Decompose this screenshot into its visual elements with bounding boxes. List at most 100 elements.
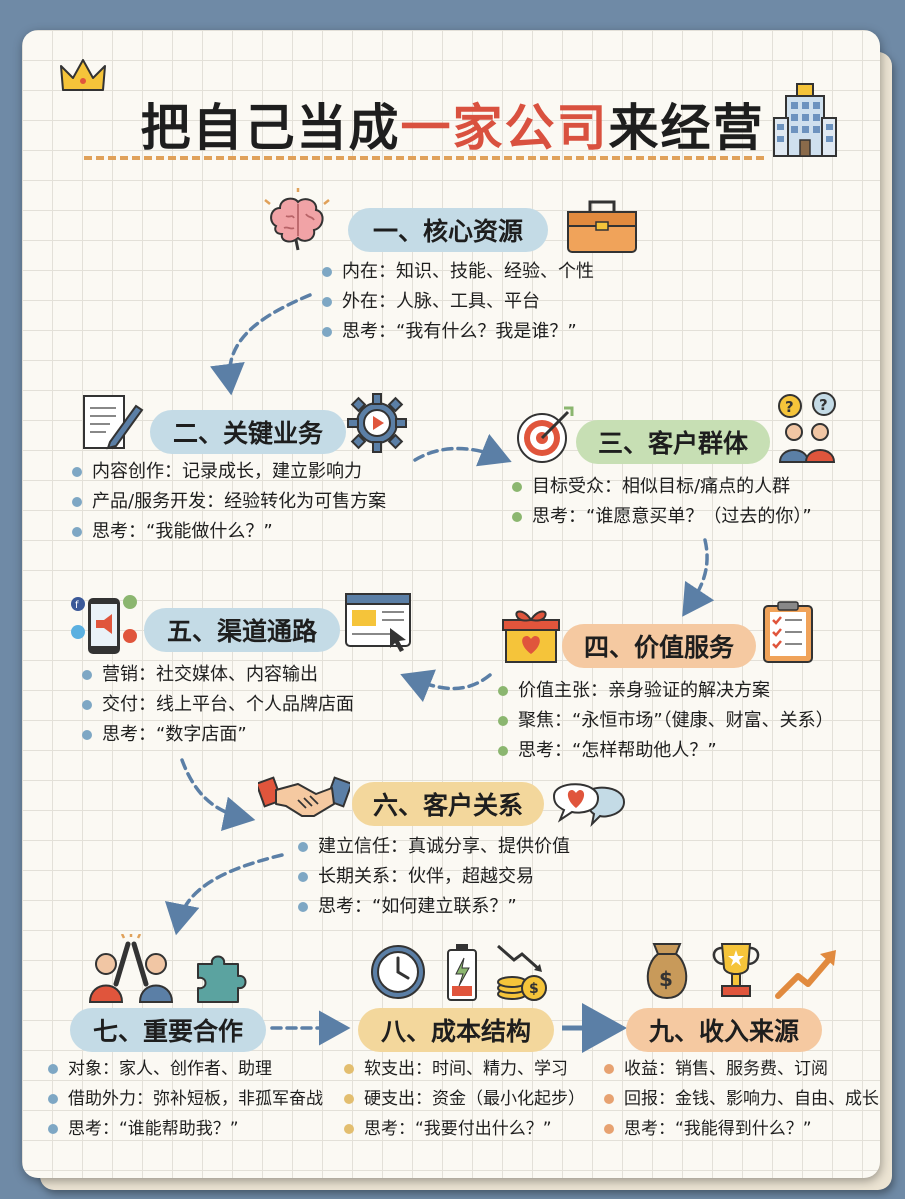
handshake-icon xyxy=(258,776,350,817)
bullet-dot xyxy=(604,1064,614,1074)
crown-icon xyxy=(60,59,106,91)
item-text: 价值主张：亲身验证的解决方案 xyxy=(518,680,770,701)
section-5-heading: 五、渠道通路 xyxy=(144,608,340,652)
section-6-heading: 六、客户关系 xyxy=(352,782,544,826)
list-item: 思考：“谁能帮助我？” xyxy=(48,1114,323,1144)
item-text: 长期关系：伙伴，超越交易 xyxy=(318,866,534,887)
list-item: 回报：金钱、影响力、自由、成长 xyxy=(604,1084,879,1114)
bullet-dot xyxy=(322,297,332,307)
list-item: 对象：家人、创作者、助理 xyxy=(48,1054,323,1084)
section-2-list: 内容创作：记录成长，建立影响力 产品/服务开发：经验转化为可售方案 思考：“我能… xyxy=(72,457,386,547)
list-item: 思考：“数字店面” xyxy=(82,720,354,750)
money-bag-icon: $ xyxy=(646,943,688,1000)
list-item: 聚焦：“永恒市场”（健康、财富、关系） xyxy=(498,706,834,736)
bullet-dot xyxy=(298,842,308,852)
section-3-heading: 三、客户群体 xyxy=(576,420,770,464)
bullet-dot xyxy=(322,327,332,337)
bullet-dot xyxy=(344,1094,354,1104)
item-text: 聚焦：“永恒市场”（健康、财富、关系） xyxy=(518,710,834,731)
section-7-heading: 七、重要合作 xyxy=(70,1008,266,1052)
section-3-list: 目标受众：相似目标/痛点的人群 思考：“谁愿意买单？（过去的你）” xyxy=(512,472,812,532)
list-item: 思考：“我有什么？我是谁？” xyxy=(322,317,594,347)
list-item: 目标受众：相似目标/痛点的人群 xyxy=(512,472,812,502)
list-item: 思考：“谁愿意买单？（过去的你）” xyxy=(512,502,812,532)
item-text: 软支出：时间、精力、学习 xyxy=(364,1059,568,1079)
list-item: 长期关系：伙伴，超越交易 xyxy=(298,862,570,892)
brain-icon xyxy=(264,188,330,251)
browser-window-icon xyxy=(345,593,411,652)
gear-play-icon xyxy=(347,393,407,453)
bullet-dot xyxy=(512,482,522,492)
bullet-dot xyxy=(512,512,522,522)
gift-heart-icon xyxy=(502,610,560,663)
list-item: 借助外力：弥补短板，非孤军奋战 xyxy=(48,1084,323,1114)
section-9-list: 收益：销售、服务费、订阅 回报：金钱、影响力、自由、成长 思考：“我能得到什么？… xyxy=(604,1054,879,1144)
section-9-heading: 九、收入来源 xyxy=(626,1008,822,1052)
list-item: 硬支出：资金（最小化起步） xyxy=(344,1084,585,1114)
svg-text:?: ? xyxy=(785,398,794,416)
item-text: 对象：家人、创作者、助理 xyxy=(68,1059,272,1079)
bullet-dot xyxy=(48,1094,58,1104)
svg-text:$: $ xyxy=(529,981,539,997)
item-text: 思考：“谁能帮助我？” xyxy=(68,1119,239,1139)
item-text: 硬支出：资金（最小化起步） xyxy=(364,1089,585,1109)
item-text: 收益：销售、服务费、订阅 xyxy=(624,1059,828,1079)
item-text: 产品/服务开发：经验转化为可售方案 xyxy=(92,491,387,512)
building-icon xyxy=(773,83,837,157)
list-item: 软支出：时间、精力、学习 xyxy=(344,1054,585,1084)
chat-heart-icon xyxy=(552,783,626,828)
clipboard-checklist-icon xyxy=(763,601,813,663)
bullet-dot xyxy=(498,716,508,726)
section-4-heading: 四、价值服务 xyxy=(562,624,756,668)
list-item: 思考：“怎样帮助他人？” xyxy=(498,736,834,766)
social-phone-icon: f xyxy=(71,595,137,654)
title-part-1: 把自己当成 xyxy=(140,99,401,157)
item-text: 建立信任：真诚分享、提供价值 xyxy=(318,836,570,857)
list-item: 建立信任：真诚分享、提供价值 xyxy=(298,832,570,862)
bullet-dot xyxy=(72,527,82,537)
bullet-dot xyxy=(48,1064,58,1074)
bullet-dot xyxy=(48,1124,58,1134)
list-item: 营销：社交媒体、内容输出 xyxy=(82,660,354,690)
section-7-list: 对象：家人、创作者、助理 借助外力：弥补短板，非孤军奋战 思考：“谁能帮助我？” xyxy=(48,1054,323,1144)
title-part-2: 一家公司 xyxy=(400,99,609,157)
list-item: 交付：线上平台、个人品牌店面 xyxy=(82,690,354,720)
item-text: 思考：“我有什么？我是谁？” xyxy=(342,321,577,342)
section-4-list: 价值主张：亲身验证的解决方案 聚焦：“永恒市场”（健康、财富、关系） 思考：“怎… xyxy=(498,676,834,766)
bullet-dot xyxy=(298,902,308,912)
title-part-3: 来经营 xyxy=(608,99,765,157)
page-title: 把自己当成一家公司来经营 xyxy=(0,88,905,160)
item-text: 回报：金钱、影响力、自由、成长 xyxy=(624,1089,879,1109)
item-text: 借助外力：弥补短板，非孤军奋战 xyxy=(68,1089,323,1109)
puzzle-icon xyxy=(197,955,247,1003)
item-text: 内容创作：记录成长，建立影响力 xyxy=(92,461,362,482)
bullet-dot xyxy=(72,467,82,477)
bullet-dot xyxy=(82,700,92,710)
arrow-2-to-3 xyxy=(413,433,512,467)
item-text: 思考：“我要付出什么？” xyxy=(364,1119,552,1139)
people-question-icon: ? ? xyxy=(778,392,836,463)
toolbox-icon xyxy=(567,200,637,253)
item-text: 思考：“我能得到什么？” xyxy=(624,1119,812,1139)
arrow-1-to-2 xyxy=(210,293,312,396)
bullet-dot xyxy=(344,1124,354,1134)
target-icon xyxy=(517,406,574,463)
bullet-dot xyxy=(344,1064,354,1074)
bullet-dot xyxy=(604,1124,614,1134)
section-8-heading: 八、成本结构 xyxy=(358,1008,554,1052)
arrow-6-to-7 xyxy=(164,853,284,936)
bullet-dot xyxy=(498,746,508,756)
section-2-heading: 二、关键业务 xyxy=(150,410,346,454)
list-item: 收益：销售、服务费、订阅 xyxy=(604,1054,879,1084)
svg-text:f: f xyxy=(75,600,79,611)
bullet-dot xyxy=(322,267,332,277)
list-item: 内在：知识、技能、经验、个性 xyxy=(322,257,594,287)
list-item: 思考：“我能得到什么？” xyxy=(604,1114,879,1144)
list-item: 思考：“如何建立联系？” xyxy=(298,892,570,922)
high-five-icon xyxy=(88,934,174,1003)
section-1-heading: 一、核心资源 xyxy=(348,208,548,252)
item-text: 思考：“怎样帮助他人？” xyxy=(518,740,717,761)
trophy-icon xyxy=(712,943,760,997)
growth-arrow-icon xyxy=(775,950,836,999)
